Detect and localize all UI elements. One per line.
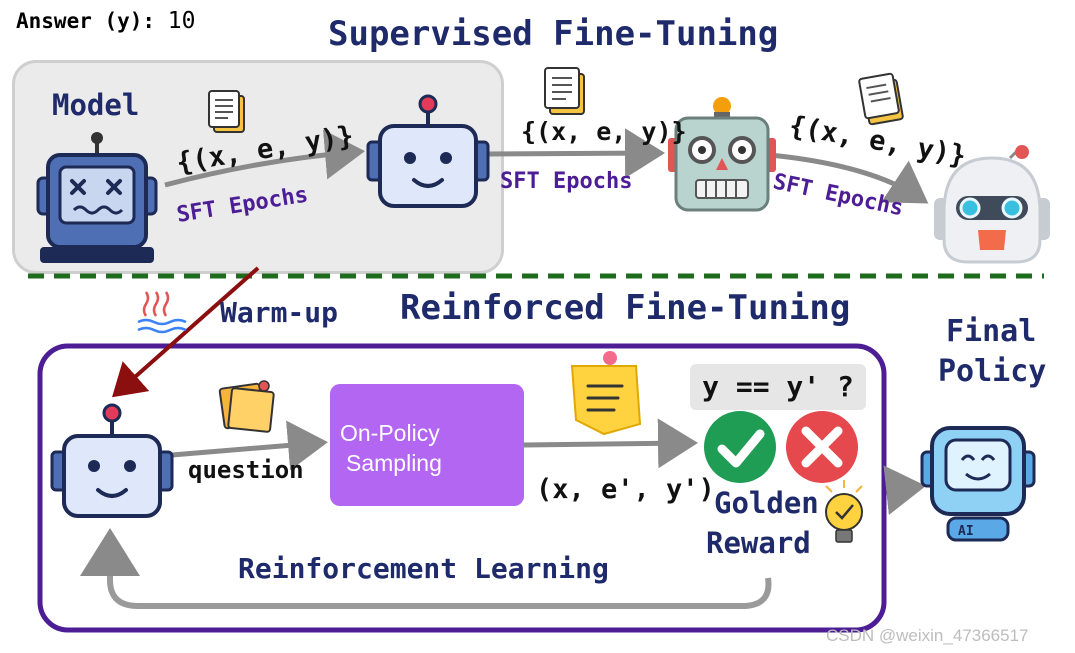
final-policy-robot-icon [920,426,1036,542]
dataset-document-icon-3 [858,72,904,126]
light-bulb-icon [825,480,863,543]
final-arrow [883,465,926,516]
rft-robot-icon [50,403,174,518]
answer-line: Answer (y): 10 [16,8,195,34]
rft-title: Reinforced Fine-Tuning [400,288,851,328]
sampling-label-line-1: On-Policy [340,420,440,446]
heat-waves-icon [137,291,187,334]
question-arrow [171,420,328,471]
question-label: question [188,456,304,484]
sft-arrow-1 [164,129,365,188]
sample-triple-label: (x, e', y') [536,474,715,505]
sft-epochs-label-1: SFT Epochs [175,183,310,228]
golden-reward-label-line-1: Golden [714,486,819,520]
pinned-note-icon [570,351,642,436]
answer-label: Answer (y): [16,9,156,33]
answer-value: 10 [167,8,196,34]
check-mark-icon [704,411,776,483]
warmup-label: Warm-up [220,296,339,329]
model-label: Model [52,88,140,122]
sampling-label-line-2: Sampling [346,450,442,476]
ai-badge-label: AI [958,524,974,539]
warmup-arrow [112,266,260,398]
sampling-arrow [523,418,698,469]
sft-robot-icon [366,94,490,208]
confused-robot-icon [36,132,158,263]
sticky-note-icon [218,380,275,433]
cross-mark-icon [786,411,858,483]
dataset-document-icon-1 [208,90,245,133]
sft-epochs-label-3: SFT Epochs [771,169,906,221]
sft-arrow-2 [487,128,665,179]
feedback-loop-arrow [80,528,772,609]
retro-robot-icon [668,97,776,212]
sft-triple-label-2: {(x, e, y)} [521,117,687,146]
reinforcement-learning-label: Reinforcement Learning [238,552,609,585]
golden-reward-label-line-2: Reward [706,526,811,560]
final-policy-label-line-1: Final [946,314,1037,349]
white-robot-icon [934,145,1050,264]
final-policy-label-line-2: Policy [938,354,1047,389]
sft-arrow-3 [769,152,929,204]
on-policy-sampling-box: On-Policy Sampling [330,384,524,506]
answer-check-box: y == y' ? [690,364,866,410]
dataset-document-icon-2 [544,67,585,115]
watermark: CSDN @weixin_47366517 [826,626,1029,645]
sft-title: Supervised Fine-Tuning [328,14,779,54]
sft-epochs-label-2: SFT Epochs [500,169,632,194]
sft-triple-label-1: {(x, e, y)} [174,120,355,179]
